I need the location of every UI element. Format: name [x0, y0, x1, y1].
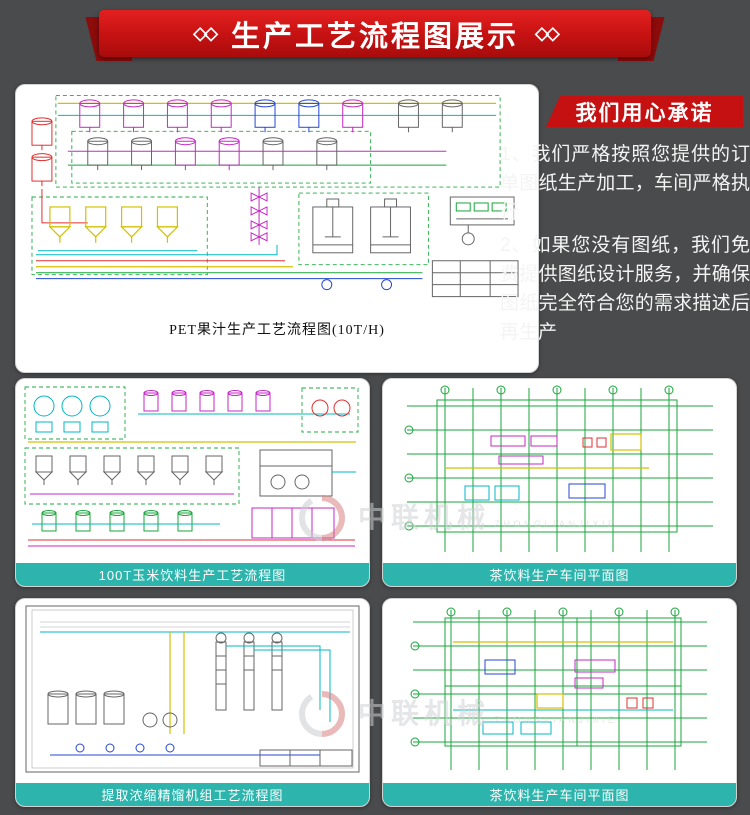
page-title: 生产工艺流程图展示 — [230, 20, 519, 53]
header-banner: ◇◇ 生产工艺流程图展示 ◇◇ — [85, 10, 665, 61]
tea-workshop-plan-diagram — [387, 382, 732, 560]
pet-juice-flow-diagram — [28, 93, 526, 305]
card-tea-workshop-plan-1: 茶饮料生产车间平面图 — [382, 378, 737, 587]
caption-corn-beverage: 100T玉米饮料生产工艺流程图 — [16, 563, 369, 586]
corn-beverage-flow-diagram — [20, 382, 365, 560]
card-extraction-distillation-flow: 提取浓缩精馏机组工艺流程图 — [15, 598, 370, 807]
diamond-decor-icon: ◇◇ — [193, 23, 218, 43]
main-diagram-caption: PET果汁生产工艺流程图(10T/H) — [169, 323, 385, 338]
card-pet-juice-flow: PET果汁生产工艺流程图(10T/H) — [15, 84, 539, 373]
card-corn-beverage-flow: 100T玉米饮料生产工艺流程图 — [15, 378, 370, 587]
extraction-distillation-diagram — [20, 602, 365, 780]
promise-line-1: 1、我们严格按照您提供的订单图纸生产加工，车间严格执行 — [500, 144, 750, 223]
caption-tea-plan-2: 茶饮料生产车间平面图 — [383, 783, 736, 806]
caption-tea-plan-1: 茶饮料生产车间平面图 — [383, 563, 736, 586]
promise-badge: 我们用心承诺 — [546, 96, 743, 127]
banner-body: ◇◇ 生产工艺流程图展示 ◇◇ — [99, 10, 651, 57]
tea-workshop-plan-diagram-2 — [387, 602, 732, 780]
promise-text: 1、我们严格按照您提供的订单图纸生产加工，车间严格执行 2、如果您没有图纸，我们… — [500, 140, 750, 351]
diamond-decor-icon: ◇◇ — [535, 23, 560, 43]
caption-extraction-flow: 提取浓缩精馏机组工艺流程图 — [16, 783, 369, 806]
promise-line-2: 2、如果您没有图纸，我们免费提供图纸设计服务，并确保图纸完全符合您的需求描述后再… — [500, 235, 750, 343]
card-tea-workshop-plan-2: 茶饮料生产车间平面图 — [382, 598, 737, 807]
